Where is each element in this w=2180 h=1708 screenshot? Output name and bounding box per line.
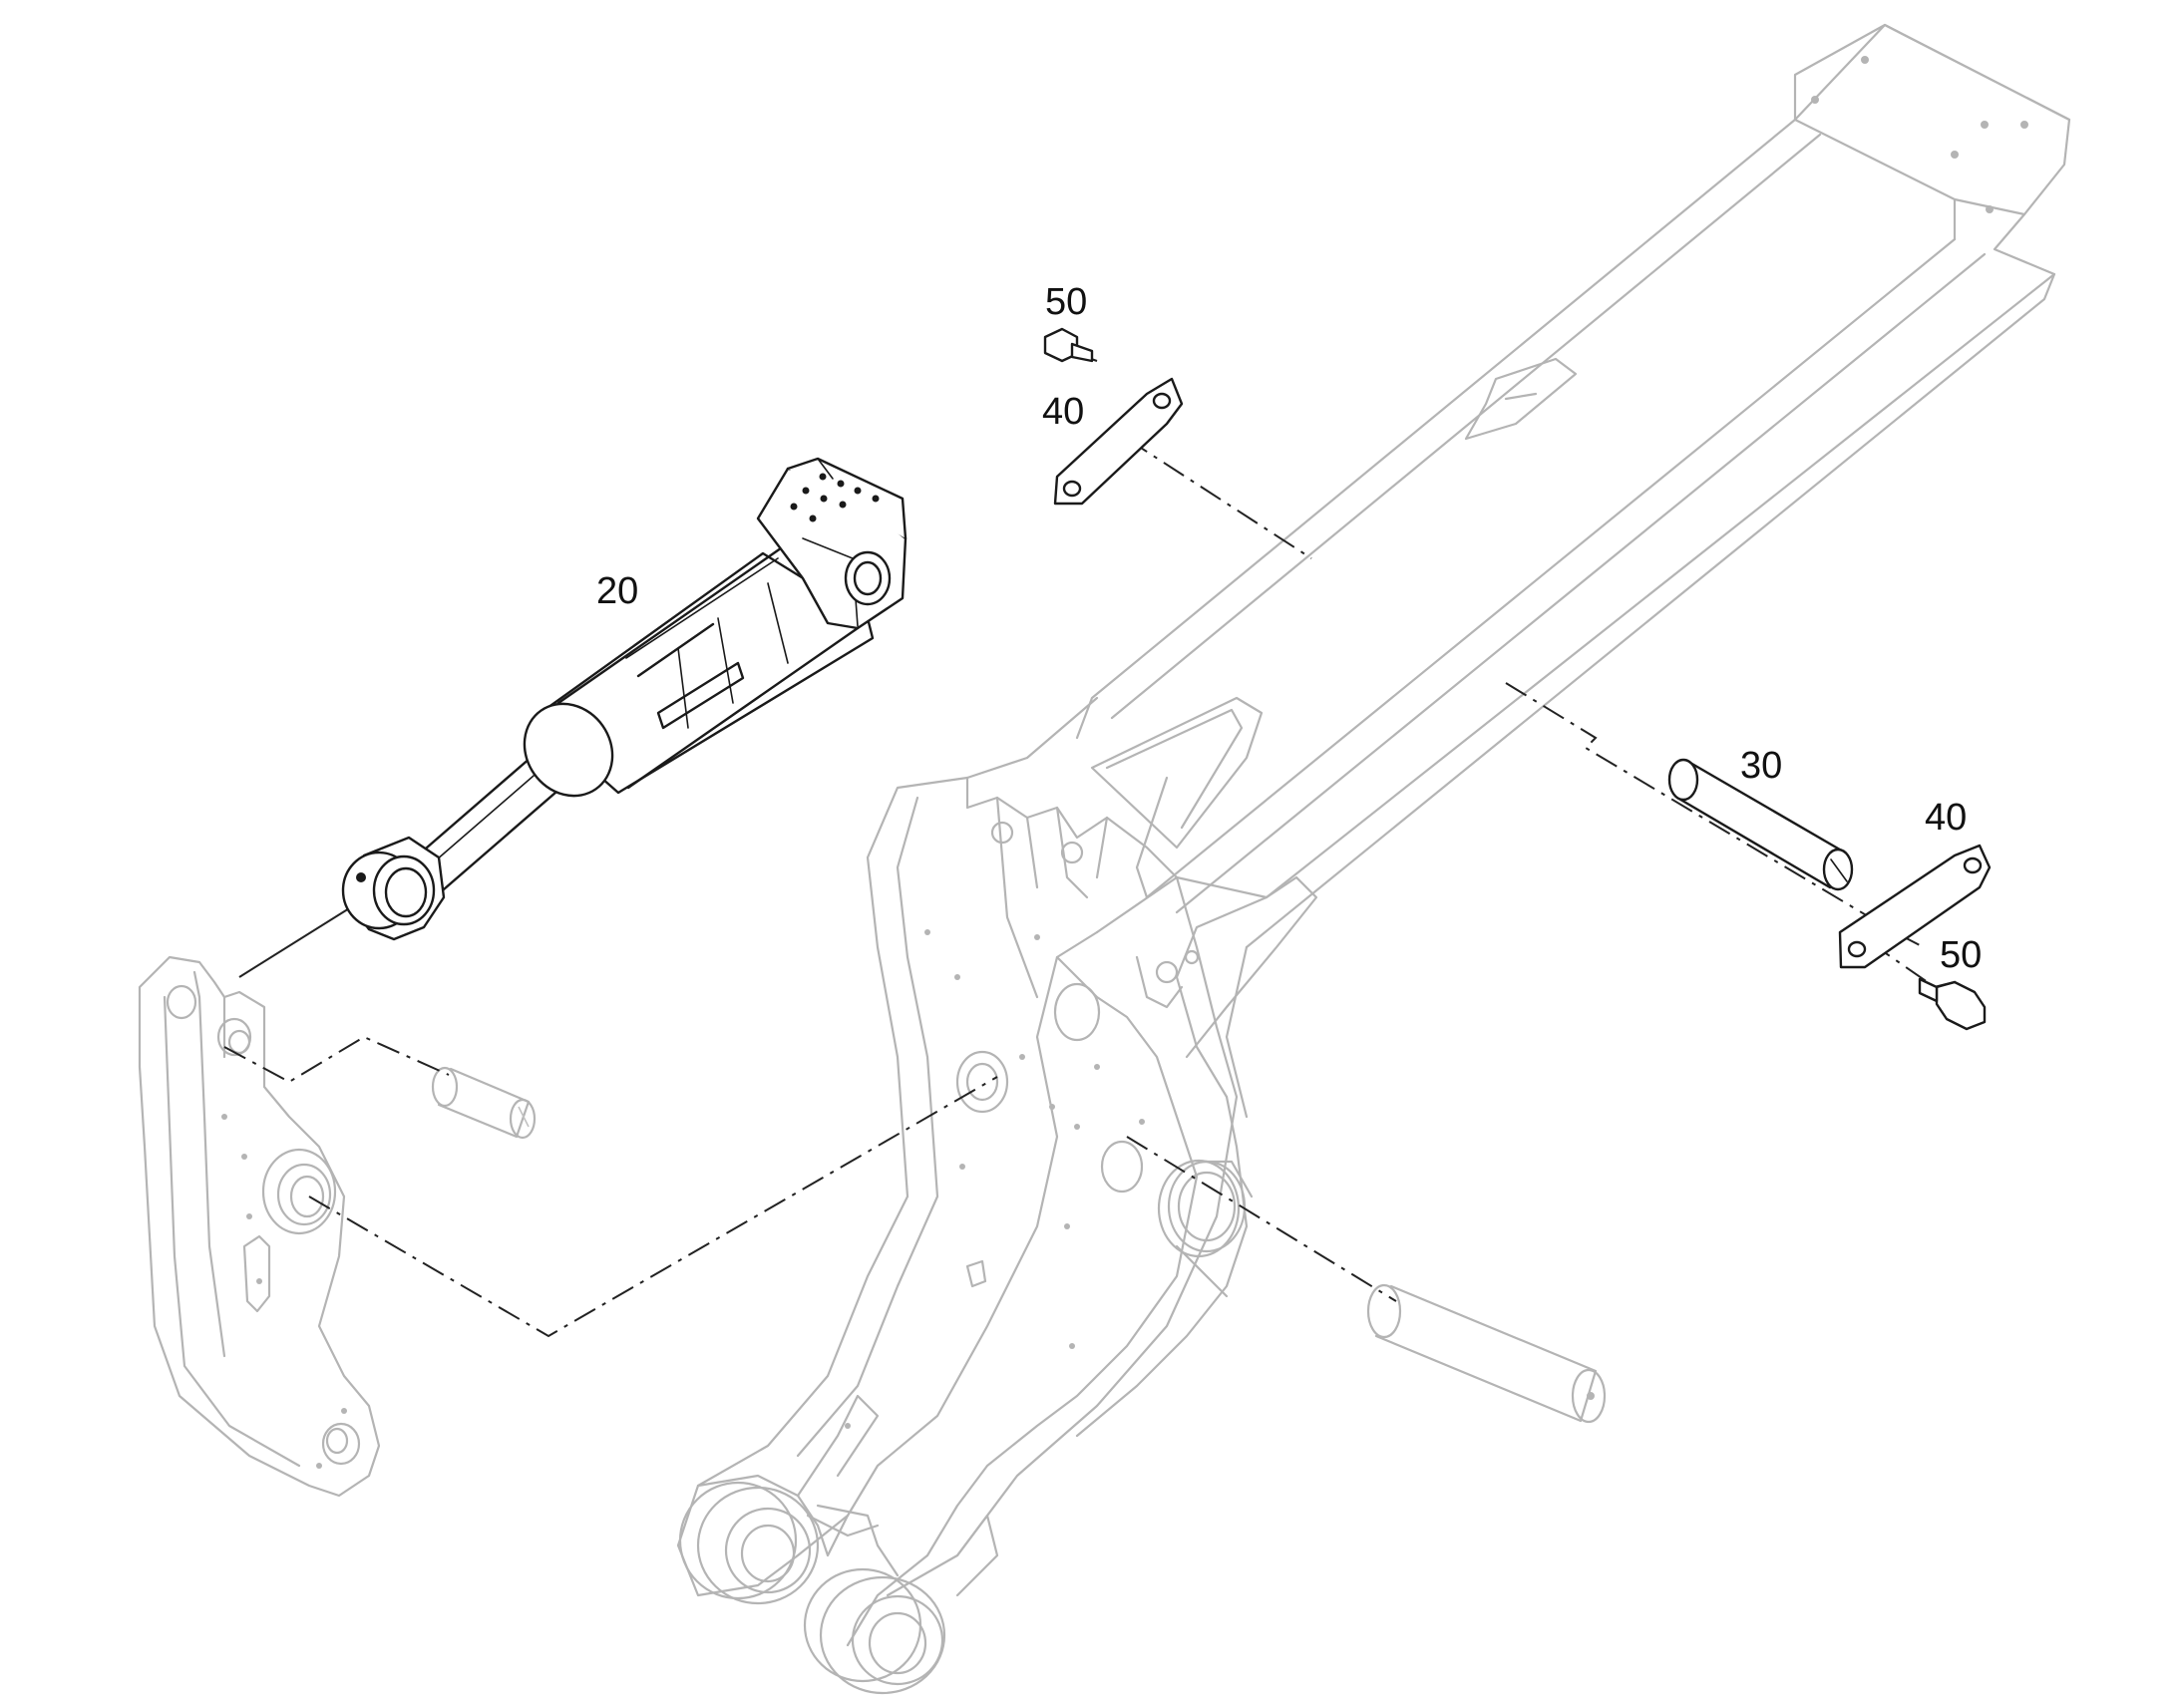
pin-upper [1667, 758, 1854, 891]
callout-40-left: 40 [1042, 391, 1084, 433]
boom-arm-ghost [676, 23, 2071, 1695]
callout-labels: 20 30 40 40 50 50 [596, 281, 1982, 976]
bolt-left [1043, 327, 1094, 363]
callout-50-left: 50 [1045, 281, 1087, 323]
callout-40-right: 40 [1925, 797, 1967, 839]
callout-20: 20 [596, 570, 638, 612]
callout-30: 30 [1740, 745, 1782, 787]
retaining-plate-left [1053, 377, 1184, 506]
callout-50-right: 50 [1940, 934, 1982, 976]
bolt-right [1918, 977, 1987, 1031]
lower-bracket-ghost [138, 955, 381, 1498]
lower-pins-ghost [431, 1066, 1607, 1424]
retaining-plate-right [1838, 844, 1992, 969]
hydraulic-cylinder [341, 457, 908, 941]
